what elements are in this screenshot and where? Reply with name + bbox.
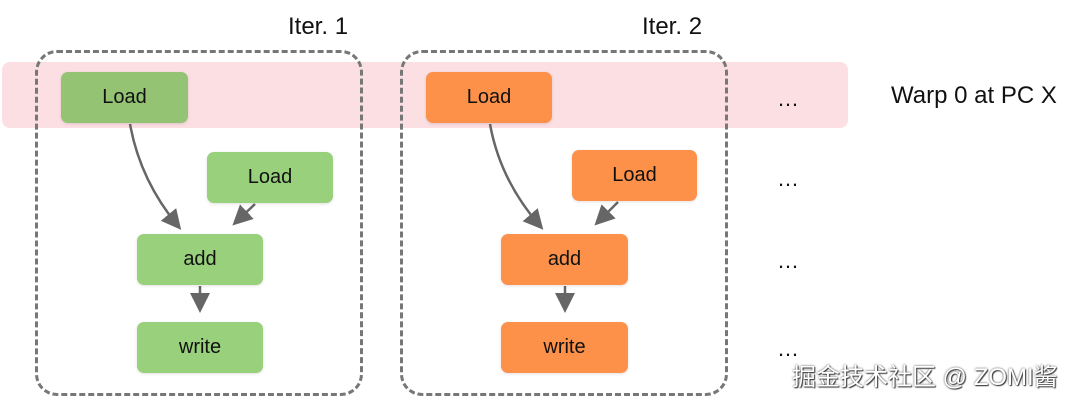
- iter1-load-a-node: Load: [61, 72, 188, 123]
- iter2-add-node: add: [501, 234, 628, 285]
- iter1-write-node: write: [137, 322, 263, 373]
- iteration-1-box: [35, 50, 363, 396]
- iter1-load-b-node: Load: [207, 152, 333, 203]
- warp-label: Warp 0 at PC X: [891, 82, 1057, 109]
- iter2-load-b-node: Load: [572, 150, 697, 201]
- iteration-2-box: [400, 50, 728, 396]
- ellipsis-row-1: …: [777, 86, 800, 111]
- ellipsis-row-3: …: [777, 248, 800, 273]
- iteration-1-label: Iter. 1: [288, 13, 349, 40]
- iteration-2-label: Iter. 2: [642, 13, 703, 40]
- arrow-load-b-to-add-1: [232, 203, 256, 226]
- ellipsis-row-2: …: [777, 166, 800, 191]
- watermark: 掘金技术社区 @ ZOMI酱: [792, 364, 1058, 391]
- iter2-load-a-node: Load: [426, 72, 552, 123]
- iter2-write-node: write: [501, 322, 628, 373]
- iter1-add-node: add: [137, 234, 263, 285]
- ellipsis-row-4: …: [777, 336, 800, 361]
- arrow-load-b-to-add-2: [594, 201, 619, 226]
- arrow-load-a-to-add-1: [128, 123, 182, 230]
- arrow-load-a-to-add-2: [488, 123, 544, 230]
